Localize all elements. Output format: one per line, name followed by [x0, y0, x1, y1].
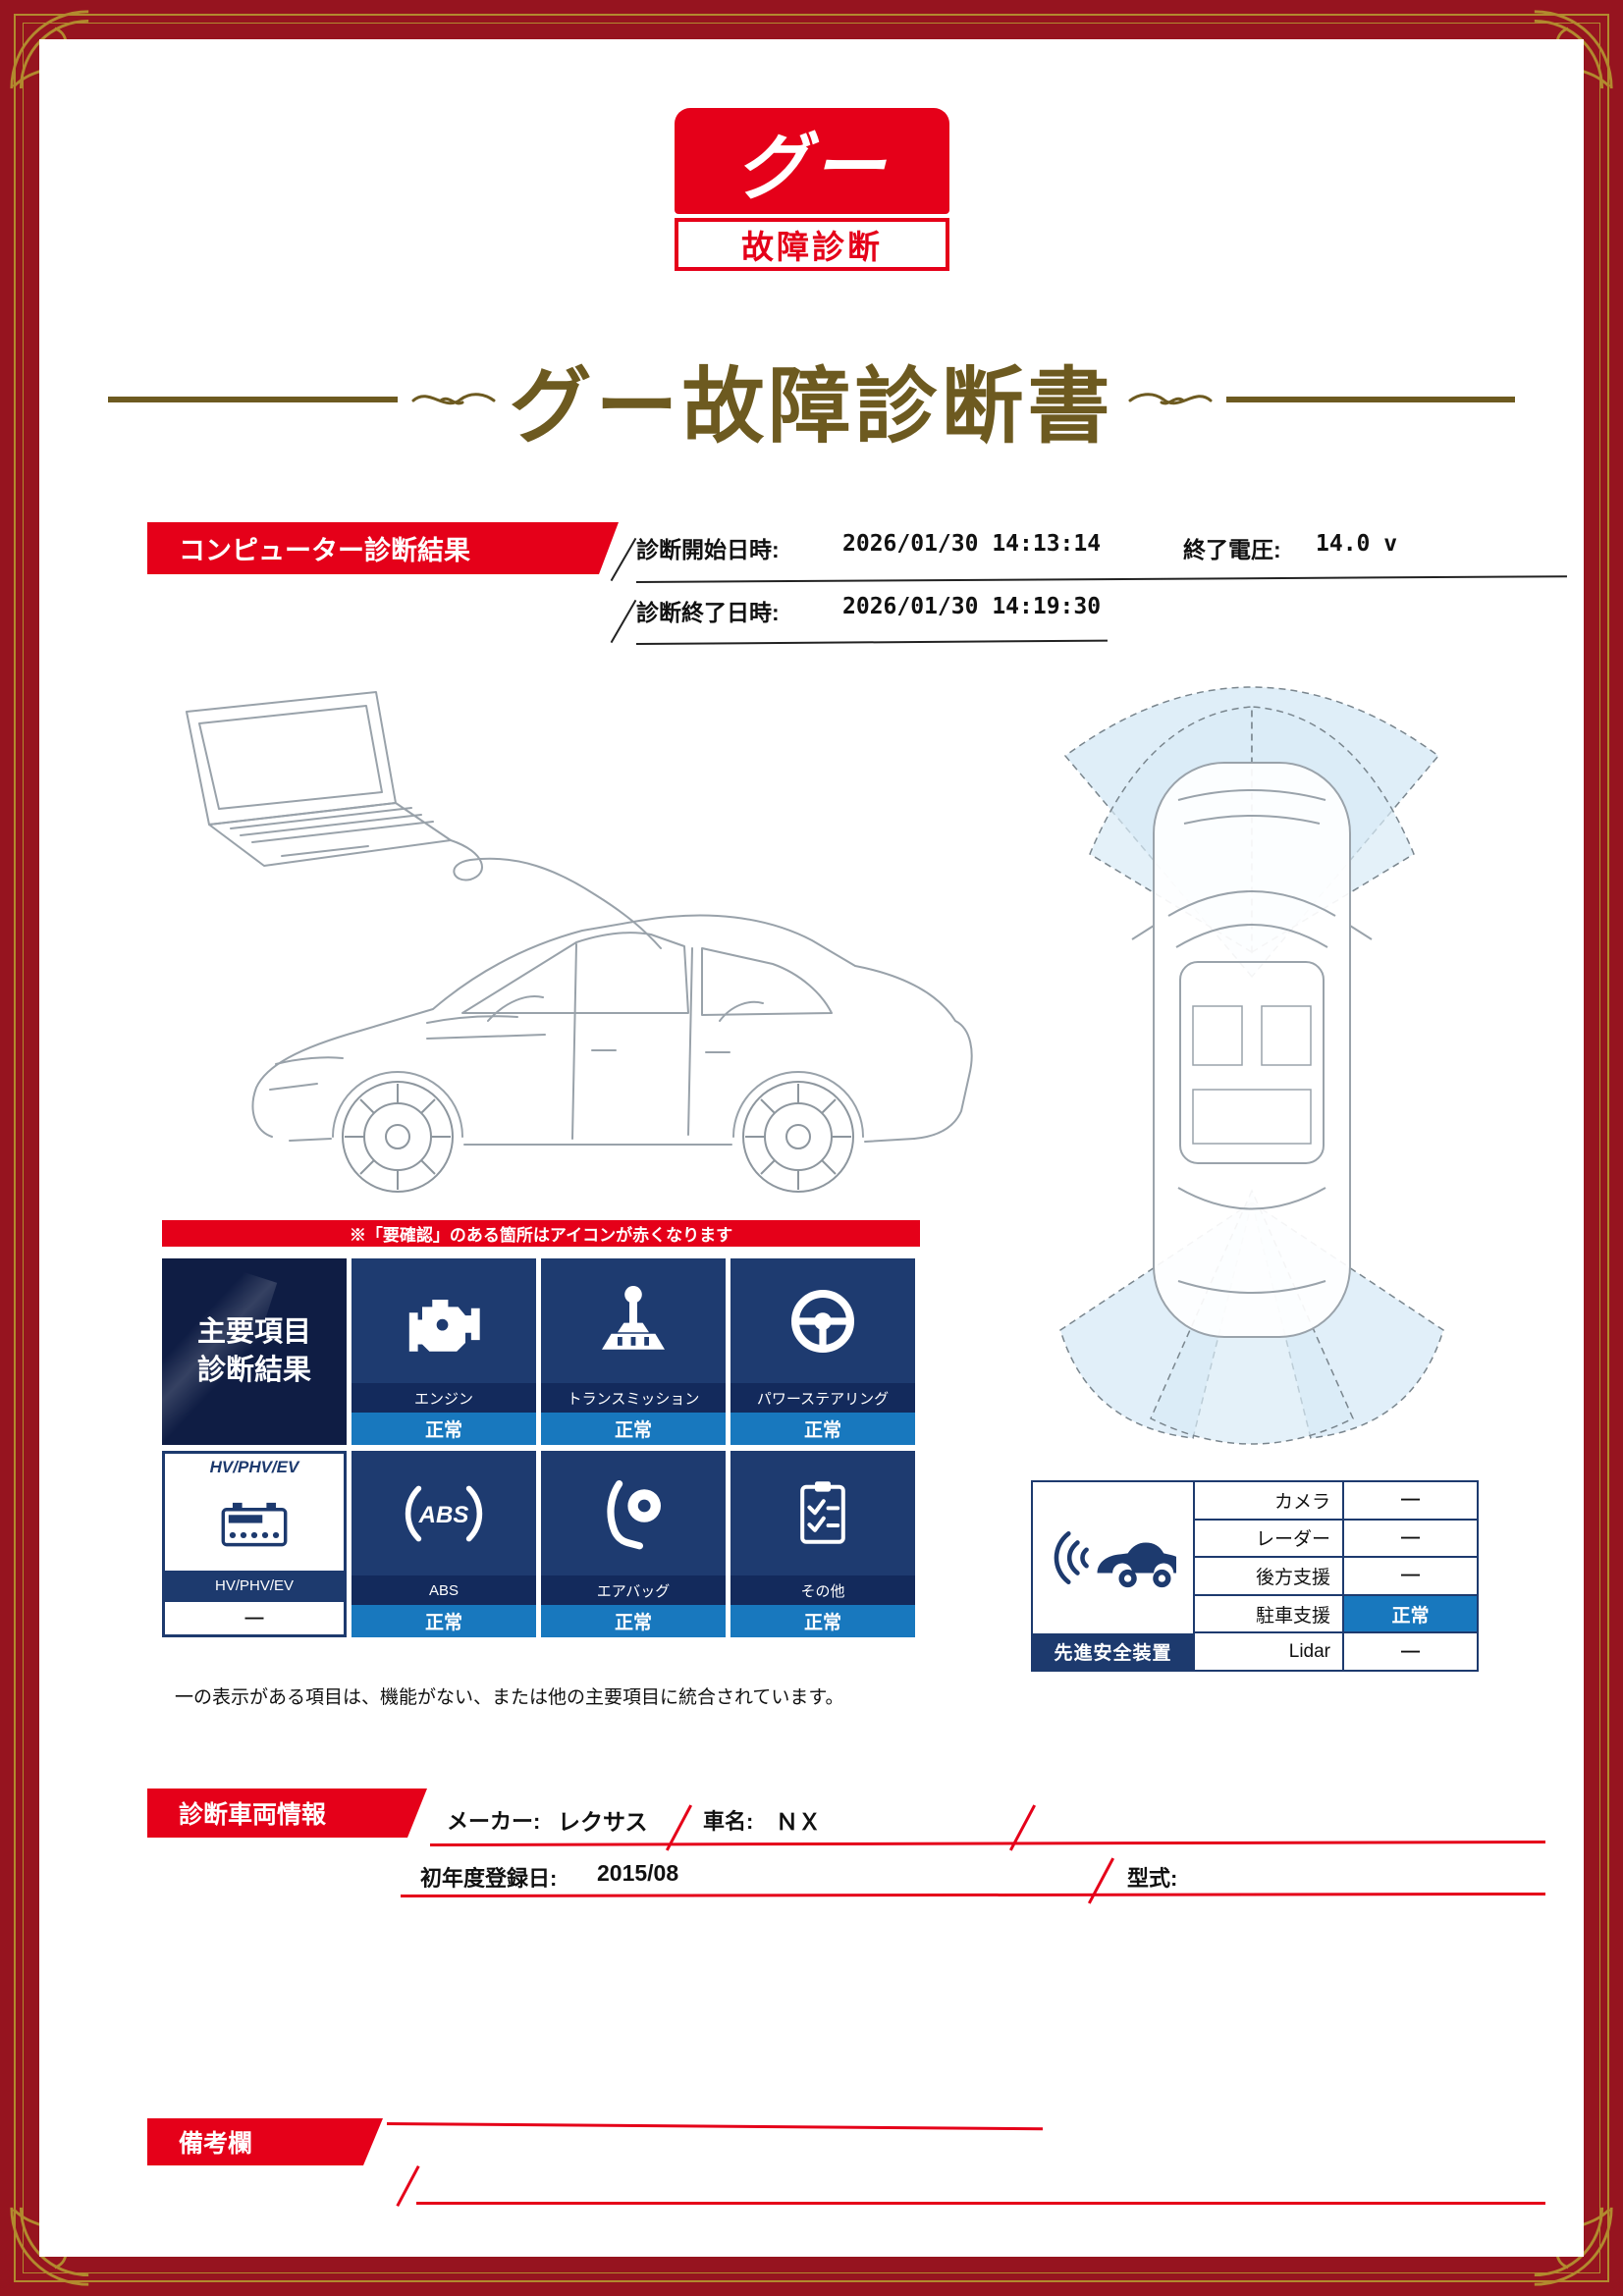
tile-label: その他	[730, 1575, 915, 1605]
steering-wheel-icon	[791, 1289, 854, 1353]
tile-label: エンジン	[352, 1383, 536, 1413]
tile-label: トランスミッション	[541, 1383, 726, 1413]
safety-row-value: —	[1401, 1526, 1420, 1548]
tile-status: 正常	[730, 1413, 915, 1445]
maker-label: メーカー:	[447, 1809, 541, 1834]
tile-label: HV/PHV/EV	[165, 1571, 344, 1600]
engine-icon	[408, 1299, 480, 1352]
safety-row-label: Lidar	[1195, 1633, 1344, 1670]
tile-status: 正常	[541, 1413, 726, 1445]
abs-icon-text: ABS	[418, 1501, 469, 1527]
maker-value: レクサス	[558, 1809, 648, 1835]
airbag-icon	[607, 1479, 661, 1549]
hv-header-text: HV/PHV/EV	[165, 1454, 344, 1481]
end-datetime-value: 2026/01/30 14:19:30	[842, 594, 1102, 619]
tile-label: ABS	[352, 1575, 536, 1605]
safety-row-radar: レーダー —	[1195, 1520, 1477, 1559]
safety-row-label: カメラ	[1195, 1482, 1344, 1519]
remarks-banner: 備考欄	[147, 2118, 383, 2165]
safety-row-value: —	[1401, 1565, 1420, 1586]
start-datetime-value: 2026/01/30 14:13:14	[842, 531, 1102, 557]
main-results-header-line1: 主要項目	[196, 1315, 311, 1348]
registration-label: 初年度登録日:	[420, 1866, 558, 1891]
end-voltage-label: 終了電圧:	[1183, 537, 1281, 562]
page-title: グー故障診断書	[509, 359, 1114, 453]
start-datetime-label: 診断開始日時:	[636, 537, 780, 562]
tile-label: パワーステアリング	[730, 1383, 915, 1413]
end-datetime-label: 診断終了日時:	[636, 600, 780, 625]
abs-icon: ABS	[405, 1485, 483, 1541]
checklist-icon	[800, 1480, 845, 1544]
transmission-icon	[602, 1285, 665, 1350]
flourish-icon	[1128, 393, 1213, 405]
tile-status: 正常	[730, 1605, 915, 1637]
safety-row-parking-support: 駐車支援 正常	[1195, 1595, 1477, 1634]
tile-status: 正常	[541, 1605, 726, 1637]
end-voltage-value: 14.0 v	[1316, 531, 1398, 557]
vehicle-info-banner: 診断車両情報	[147, 1789, 427, 1838]
title-rule-left	[108, 397, 398, 402]
safety-car-icon	[1054, 1531, 1176, 1588]
car-name-label: 車名:	[703, 1809, 754, 1834]
tile-abs: ABS ABS 正常	[352, 1451, 536, 1637]
report-title-row: グー故障診断書	[108, 346, 1516, 454]
remarks-line	[416, 2202, 1545, 2205]
main-results-header-tile: 主要項目 診断結果	[162, 1258, 347, 1445]
tile-airbag: エアバッグ 正常	[541, 1451, 726, 1637]
tile-power-steering: パワーステアリング 正常	[730, 1258, 915, 1445]
hv-battery-icon	[221, 1502, 288, 1546]
tile-other: その他 正常	[730, 1451, 915, 1637]
goo-logo-mark: グー	[675, 108, 949, 214]
safety-row-label: 駐車支援	[1195, 1595, 1344, 1632]
alert-note: ※「要確認」のある箇所はアイコンが赤くなります	[162, 1220, 920, 1247]
safety-devices-table: 先進安全装置 カメラ — レーダー — 後方支援 — 駐車支援 正常 Lidar…	[1031, 1480, 1479, 1672]
tile-hv-phv-ev: HV/PHV/EV HV/PHV/EV —	[162, 1451, 347, 1637]
laptop-car-diagnostic-illustration	[186, 691, 973, 1193]
safety-devices-caption: 先進安全装置	[1033, 1633, 1193, 1670]
tile-label: エアバッグ	[541, 1575, 726, 1605]
safety-row-label: レーダー	[1195, 1520, 1344, 1557]
safety-row-lidar: Lidar —	[1195, 1633, 1477, 1670]
safety-row-value: —	[1401, 1489, 1420, 1511]
tile-status: —	[165, 1600, 344, 1634]
results-footnote: 一の表示がある項目は、機能がない、または他の主要項目に統合されています。	[175, 1687, 844, 1708]
safety-row-camera: カメラ —	[1195, 1482, 1477, 1521]
model-code-label: 型式:	[1127, 1866, 1178, 1891]
safety-row-value: —	[1401, 1640, 1420, 1662]
tile-engine: エンジン 正常	[352, 1258, 536, 1445]
main-results-header-line2: 診断結果	[196, 1355, 311, 1386]
safety-row-value: 正常	[1344, 1595, 1477, 1632]
tile-transmission: トランスミッション 正常	[541, 1258, 726, 1445]
safety-row-rear-support: 後方支援 —	[1195, 1558, 1477, 1596]
registration-value: 2015/08	[597, 1860, 679, 1886]
safety-row-label: 後方支援	[1195, 1558, 1344, 1594]
sensor-coverage-top-view-illustration	[1059, 686, 1444, 1445]
flourish-icon	[411, 393, 495, 405]
goo-logo: グー 故障診断	[675, 108, 949, 271]
computer-diagnosis-banner: コンピューター診断結果	[147, 522, 619, 574]
car-name-value: ＮＸ	[776, 1809, 821, 1835]
tile-status: 正常	[352, 1605, 536, 1637]
tile-status: 正常	[352, 1413, 536, 1445]
title-rule-right	[1225, 397, 1516, 402]
goo-logo-caption: 故障診断	[675, 218, 949, 271]
